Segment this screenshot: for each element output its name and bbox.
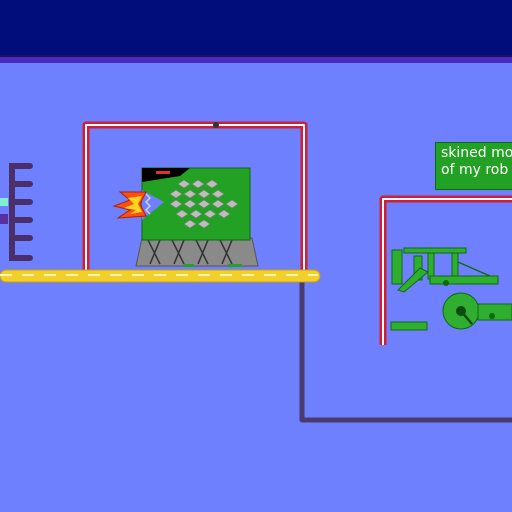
note-line-2: of my rob xyxy=(441,162,509,178)
play-area[interactable] xyxy=(0,63,512,512)
tank-robot-sprite[interactable] xyxy=(135,167,259,267)
crank-machine-icon[interactable] xyxy=(390,247,512,331)
note-line-1: skined mo xyxy=(441,145,512,161)
yellow-track[interactable] xyxy=(0,269,321,283)
purple-rope[interactable] xyxy=(299,275,512,423)
top-toolbar xyxy=(0,0,512,55)
red-frame-left[interactable] xyxy=(82,121,308,270)
red-frame-right[interactable] xyxy=(379,195,512,345)
toolbar-divider xyxy=(0,55,512,63)
note-label[interactable]: skined mo of my rob xyxy=(435,142,512,190)
comb-bracket-icon[interactable] xyxy=(0,163,33,261)
flame-icon[interactable] xyxy=(112,191,147,219)
